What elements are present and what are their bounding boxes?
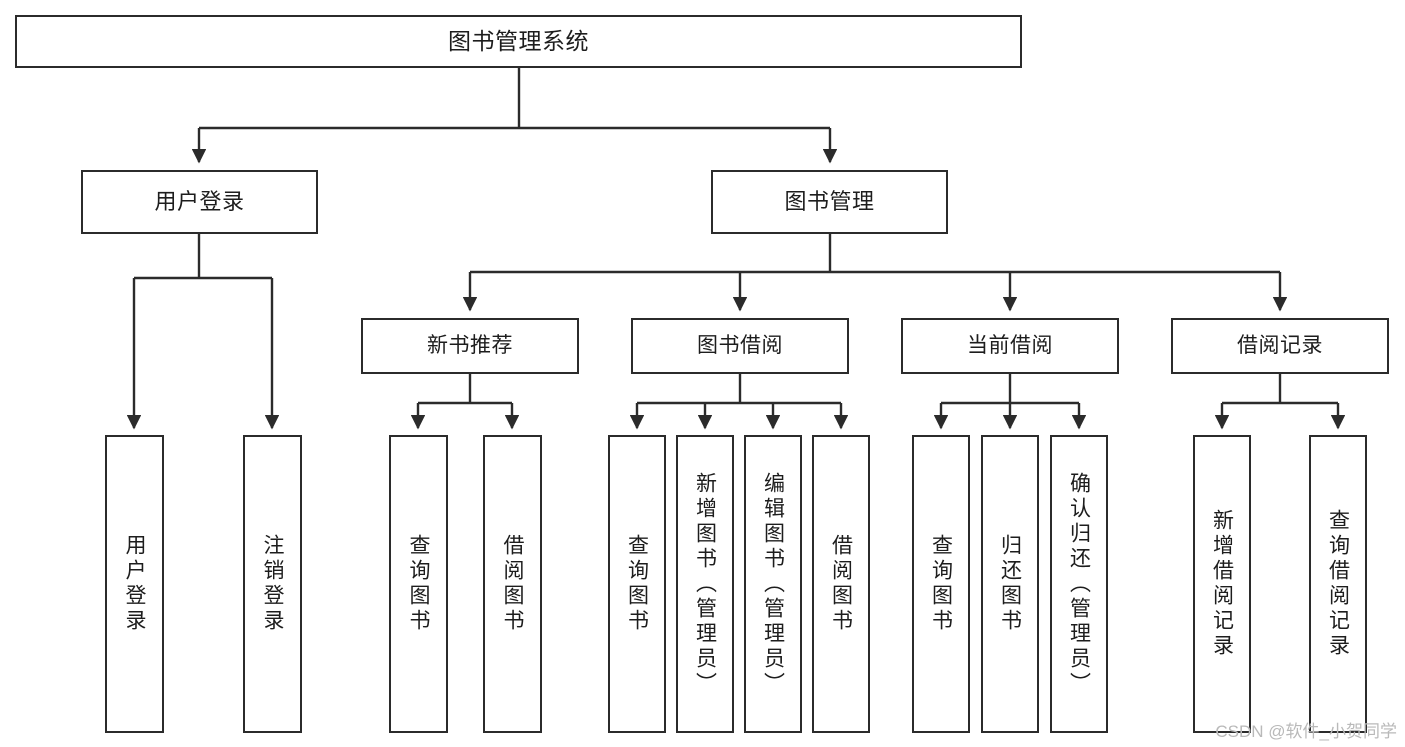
node-label: 用户登录 bbox=[154, 189, 245, 215]
node-label: 编辑图书（管理员） bbox=[761, 471, 785, 697]
node-leaf-return-book[interactable]: 归还图书 bbox=[981, 435, 1039, 733]
node-label: 查询图书 bbox=[625, 534, 649, 634]
node-leaf-query-book-recommend[interactable]: 查询图书 bbox=[389, 435, 448, 733]
node-leaf-borrow-book[interactable]: 借阅图书 bbox=[812, 435, 870, 733]
node-label: 新书推荐 bbox=[427, 333, 513, 357]
node-label: 借阅图书 bbox=[501, 534, 524, 634]
node-label: 借阅记录 bbox=[1237, 333, 1323, 357]
node-leaf-edit-book-admin[interactable]: 编辑图书（管理员） bbox=[744, 435, 802, 733]
node-book-management-system[interactable]: 图书管理系统 bbox=[15, 15, 1022, 68]
node-leaf-user-login[interactable]: 用户登录 bbox=[105, 435, 164, 733]
node-label: 查询借阅记录 bbox=[1326, 509, 1350, 659]
node-label: 查询图书 bbox=[407, 534, 430, 634]
node-label: 确认归还（管理员） bbox=[1067, 471, 1091, 697]
node-new-book-recommend[interactable]: 新书推荐 bbox=[361, 318, 579, 374]
node-current-borrow[interactable]: 当前借阅 bbox=[901, 318, 1119, 374]
node-label: 查询图书 bbox=[929, 534, 953, 634]
node-label: 注销登录 bbox=[261, 534, 284, 634]
node-label: 用户登录 bbox=[123, 534, 146, 634]
node-label: 借阅图书 bbox=[829, 534, 853, 634]
node-label: 新增图书（管理员） bbox=[693, 471, 717, 697]
node-label: 图书管理 bbox=[784, 189, 875, 215]
node-leaf-add-borrow-record[interactable]: 新增借阅记录 bbox=[1193, 435, 1251, 733]
node-label: 新增借阅记录 bbox=[1210, 509, 1234, 659]
node-label: 图书借阅 bbox=[697, 333, 783, 357]
node-label: 图书管理系统 bbox=[448, 28, 589, 55]
node-book-borrow[interactable]: 图书借阅 bbox=[631, 318, 849, 374]
node-leaf-confirm-return-admin[interactable]: 确认归还（管理员） bbox=[1050, 435, 1108, 733]
node-leaf-borrow-book-recommend[interactable]: 借阅图书 bbox=[483, 435, 542, 733]
node-label: 当前借阅 bbox=[967, 333, 1053, 357]
csdn-watermark: CSDN @软件_小贺同学 bbox=[1215, 722, 1397, 741]
node-label: 归还图书 bbox=[998, 534, 1022, 634]
node-book-management[interactable]: 图书管理 bbox=[711, 170, 948, 234]
node-user-login[interactable]: 用户登录 bbox=[81, 170, 318, 234]
node-leaf-add-book-admin[interactable]: 新增图书（管理员） bbox=[676, 435, 734, 733]
node-leaf-query-borrow-record[interactable]: 查询借阅记录 bbox=[1309, 435, 1367, 733]
node-borrow-record[interactable]: 借阅记录 bbox=[1171, 318, 1389, 374]
node-leaf-query-book-current[interactable]: 查询图书 bbox=[912, 435, 970, 733]
node-leaf-logout[interactable]: 注销登录 bbox=[243, 435, 302, 733]
node-leaf-query-book-borrow[interactable]: 查询图书 bbox=[608, 435, 666, 733]
